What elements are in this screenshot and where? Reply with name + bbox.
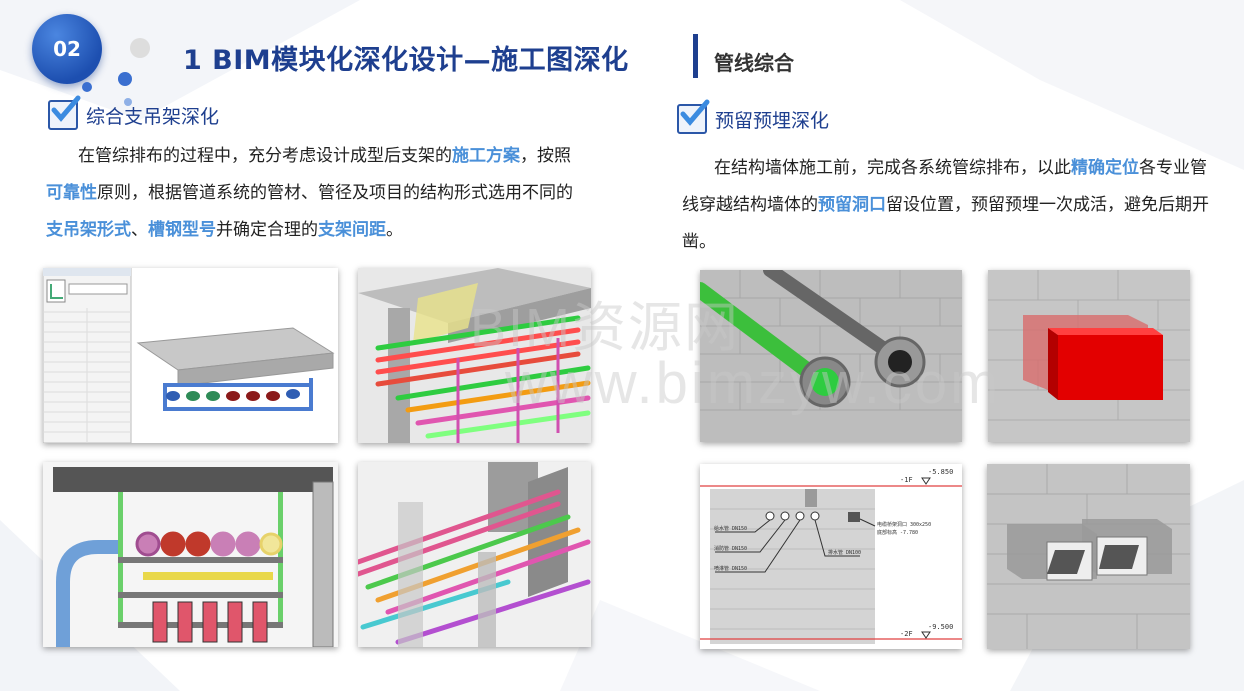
watermark-line-2: www.bimzyw.com — [505, 351, 1002, 416]
elevation-top-label: -5.850 — [928, 468, 953, 476]
opening-note-1: 电缆桥架洞口 300x250 — [877, 521, 931, 528]
duct-opening-render — [988, 270, 1190, 442]
highlighted-term: 支吊架形式 — [46, 220, 131, 240]
watermark-line-1: BIM资源网 — [470, 298, 741, 358]
pipe-isometric-render-1 — [358, 268, 591, 443]
paragraph-text: 在结构墙体施工前，完成各系统管综排布，以此 — [714, 158, 1071, 178]
paragraph-text: ，按照 — [520, 146, 571, 166]
opening-elevation-drawing: 给水管 DN150 消防管 DN150 喷淋管 DN150 排水管 DN100 电缆… — [700, 464, 962, 649]
right-section-heading: 预留预埋深化 — [677, 99, 830, 134]
pipe-isometric-render-2 — [358, 462, 591, 647]
highlighted-term: 支架间距 — [318, 220, 386, 240]
decor-dot — [118, 72, 132, 86]
elevation-bottom-label: -9.500 — [928, 623, 953, 631]
page-title: 1 BIM模块化深化设计—施工图深化 — [183, 45, 629, 76]
opening-note-2: 底部标高 -7.780 — [877, 529, 918, 536]
highlighted-term: 施工方案 — [452, 146, 520, 166]
left-section-heading: 综合支吊架深化 — [48, 95, 220, 130]
highlighted-term: 预留洞口 — [818, 195, 886, 215]
paragraph-text: 原则，根据管道系统的管材、管径及项目的结构形式选用不同的 — [97, 183, 573, 203]
paragraph-text: 、 — [131, 220, 148, 240]
decor-dot — [82, 82, 92, 92]
decor-dot — [130, 38, 150, 58]
svg-text:喷淋管 DN150: 喷淋管 DN150 — [714, 565, 747, 572]
checkbox-icon — [677, 99, 710, 134]
twin-sleeve-render — [987, 464, 1190, 649]
paragraph-text: 在管综排布的过程中，充分考虑设计成型后支架的 — [78, 146, 452, 166]
level-bottom-label: -2F — [900, 630, 913, 638]
highlighted-term: 槽钢型号 — [148, 220, 216, 240]
svg-text:排水管 DN100: 排水管 DN100 — [828, 549, 861, 556]
right-paragraph: 在结构墙体施工前，完成各系统管综排布，以此精确定位各专业管线穿越结构墙体的预留洞… — [682, 150, 1222, 261]
highlighted-term: 可靠性 — [46, 183, 97, 203]
level-top-label: -1F — [900, 476, 913, 484]
checkbox-icon — [48, 95, 81, 130]
left-heading-text: 综合支吊架深化 — [86, 105, 220, 128]
page-subtitle: 管线综合 — [714, 51, 794, 75]
paragraph-text: 。 — [386, 220, 403, 240]
svg-text:消防管 DN150: 消防管 DN150 — [714, 545, 747, 552]
paragraph-text: 各专业管线穿越结构墙体的 — [682, 158, 1207, 215]
section-number-badge: 02 — [32, 14, 102, 84]
right-heading-text: 预留预埋深化 — [715, 109, 830, 132]
svg-text:给水管 DN150: 给水管 DN150 — [714, 525, 747, 532]
paragraph-text: 并确定合理的 — [216, 220, 318, 240]
decor-dot — [124, 98, 132, 106]
paragraph-text: 留设位置，预留预埋一次成活，避免后期开凿。 — [682, 195, 1209, 252]
title-divider — [693, 34, 698, 78]
left-paragraph: 在管综排布的过程中，充分考虑设计成型后支架的施工方案，按照可靠性原则，根据管道系… — [46, 138, 586, 249]
support-model-screenshot — [43, 268, 338, 443]
support-section-render — [43, 462, 338, 647]
wall-sleeve-render — [700, 270, 962, 442]
highlighted-term: 精确定位 — [1071, 158, 1139, 178]
